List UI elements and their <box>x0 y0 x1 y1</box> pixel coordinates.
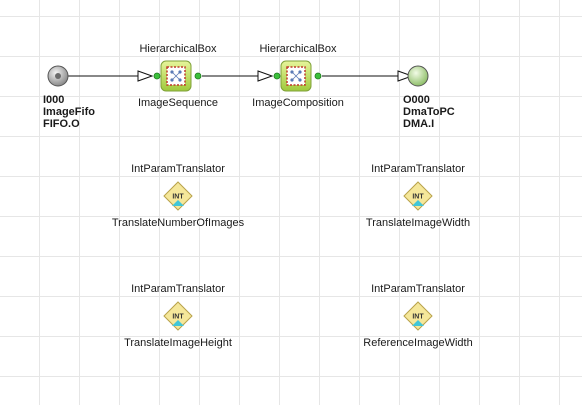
int-param-translator-translateimageheight[interactable]: INT <box>163 301 193 336</box>
box-name-label: ImageSequence <box>137 97 219 109</box>
translator-name-label: TranslateImageWidth <box>365 217 471 229</box>
translator-name-label: TranslateNumberOfImages <box>111 217 245 229</box>
int-badge: INT <box>172 194 184 201</box>
translator-name-label: TranslateImageHeight <box>124 337 232 349</box>
int-param-translator-translatenumberofimages[interactable]: INT <box>163 181 193 216</box>
int-translator-icon: INT <box>163 181 193 211</box>
int-translator-icon: INT <box>403 301 433 331</box>
hierarchical-box-icon <box>273 60 322 92</box>
source-id-label: I000 <box>43 94 65 106</box>
wire-arrowhead-icon <box>137 70 154 82</box>
box-type-label: HierarchicalBox <box>259 43 337 55</box>
source-node-labels: I000 ImageFifo FIFO.O <box>43 94 95 130</box>
translator-type-label: IntParamTranslator <box>131 283 225 295</box>
target-port-node[interactable] <box>406 64 430 93</box>
translator-type-label: IntParamTranslator <box>371 163 465 175</box>
target-node-labels: O000 DmaToPC DMA.I <box>403 94 455 130</box>
source-port-label: FIFO.O <box>43 118 80 130</box>
target-port-icon <box>407 65 429 87</box>
target-name-label: DmaToPC <box>403 106 455 118</box>
translator-type-label: IntParamTranslator <box>371 283 465 295</box>
int-param-translator-referenceimagewidth[interactable]: INT <box>403 301 433 336</box>
box-name-label: ImageComposition <box>252 97 344 109</box>
int-badge: INT <box>172 314 184 321</box>
wire-arrowhead-icon <box>257 70 274 82</box>
wire-arrowhead-icon <box>397 70 414 82</box>
translator-name-label: ReferenceImageWidth <box>363 337 473 349</box>
int-badge: INT <box>412 314 424 321</box>
int-translator-icon: INT <box>403 181 433 211</box>
target-id-label: O000 <box>403 94 430 106</box>
hierarchical-box-imagecomposition[interactable] <box>272 60 324 97</box>
hierarchical-box-icon <box>153 60 202 92</box>
hierarchical-box-imagesequence[interactable] <box>152 60 204 97</box>
box-type-label: HierarchicalBox <box>139 43 217 55</box>
int-badge: INT <box>412 194 424 201</box>
source-port-node[interactable] <box>46 64 70 93</box>
int-param-translator-translateimagewidth[interactable]: INT <box>403 181 433 216</box>
source-name-label: ImageFifo <box>43 106 95 118</box>
source-port-icon <box>47 65 69 87</box>
target-port-label: DMA.I <box>403 118 435 130</box>
int-translator-icon: INT <box>163 301 193 331</box>
translator-type-label: IntParamTranslator <box>131 163 225 175</box>
